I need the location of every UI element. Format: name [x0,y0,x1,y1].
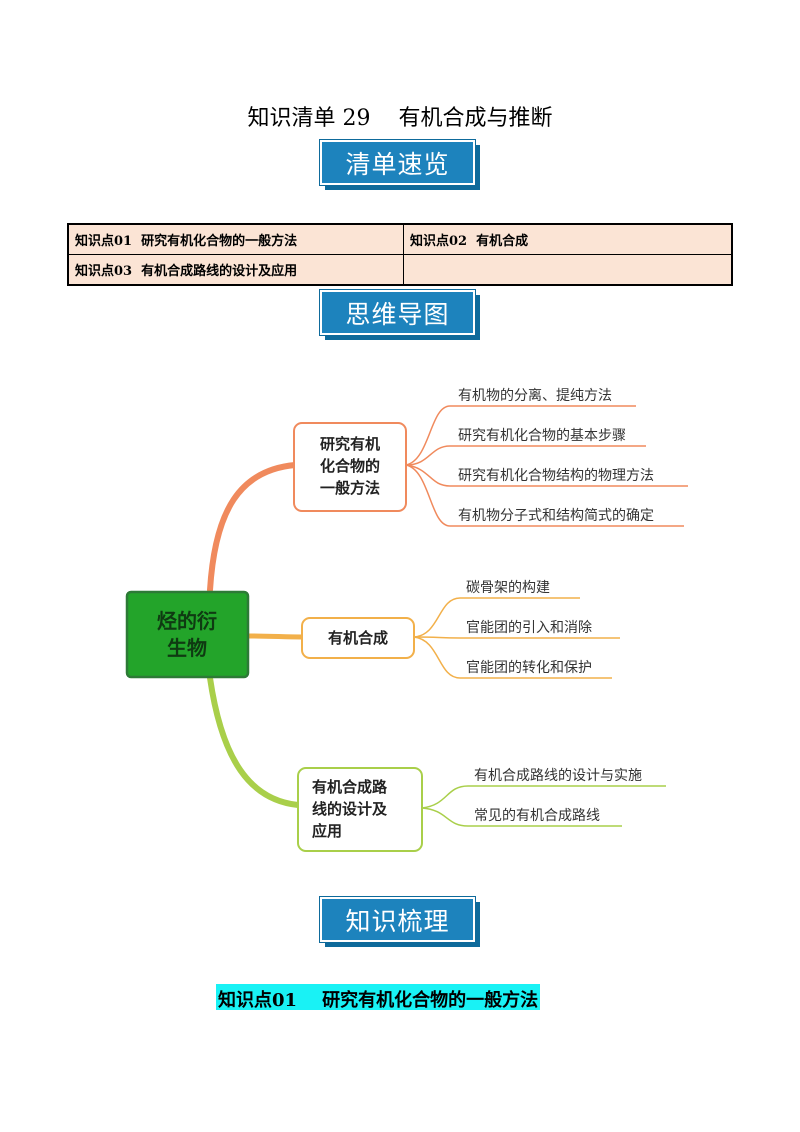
root-node [125,590,250,679]
branch-node-2 [301,617,415,659]
leaf-3-1: 有机合成路线的设计与实施 [474,768,642,784]
toc-cell-4 [404,255,731,284]
branch-3-label-line2: 线的设计及 [312,800,388,818]
root-label-line1: 烃的衍 [157,609,217,633]
leaf-2-1: 碳骨架的构建 [466,580,550,596]
connector-branch-2 [245,633,305,640]
leaf-3-2: 常见的有机合成路线 [474,808,600,824]
toc-cell-1: 知识点01 研究有机化合物的一般方法 [69,225,404,255]
connector-branch-1 [207,462,298,593]
leaf-connectors-2 [413,597,620,679]
branch-1-label-line3: 一般方法 [320,479,380,497]
toc-cell-3: 知识点03 有机合成路线的设计及应用 [69,255,404,284]
leaf-1-3: 研究有机化合物结构的物理方法 [458,468,654,484]
section-heading: 知识点01 研究有机化合物的一般方法 [216,984,541,1011]
document-title: 知识清单 29 有机合成与推断 [247,106,553,131]
toc-cell-2: 知识点02 有机合成 [404,225,731,255]
leaf-1-1: 有机物的分离、提纯方法 [458,387,612,404]
leaf-connectors-1 [405,405,688,527]
branch-1-label-line2: 化合物的 [320,457,380,475]
leaf-2-2: 官能团的引入和消除 [466,620,592,636]
banner-list-overview: 清单速览 [319,139,480,190]
mind-map: 烃的衍 生物 研究有机 化合物的 一般方法 有机合成 有机合成路 线的设计及 应… [125,387,688,852]
banner-knowledge: 知识梳理 [319,896,480,947]
leaf-1-2: 研究有机化合物的基本步骤 [458,427,626,444]
leaf-1-4: 有机物分子式和结构简式的确定 [458,507,654,524]
branch-node-1 [293,422,407,512]
knowledge-points-table: 知识点01 研究有机化合物的一般方法 知识点02 有机合成 知识点03 有机合成… [67,223,733,286]
leaf-connectors-3 [421,785,666,827]
branch-3-label-line3: 应用 [312,822,342,840]
banner-label: 知识梳理 [319,896,476,943]
root-label-line2: 生物 [167,636,207,660]
connector-branch-3 [207,675,301,808]
leaf-2-3: 官能团的转化和保护 [466,660,592,676]
banner-mindmap: 思维导图 [319,289,480,340]
banner-label: 清单速览 [319,139,476,186]
banner-label: 思维导图 [319,289,476,336]
branch-3-label-line1: 有机合成路 [312,778,388,796]
branch-node-3 [297,767,423,852]
branch-2-label: 有机合成 [328,629,388,647]
branch-1-label-line1: 研究有机 [320,435,380,453]
